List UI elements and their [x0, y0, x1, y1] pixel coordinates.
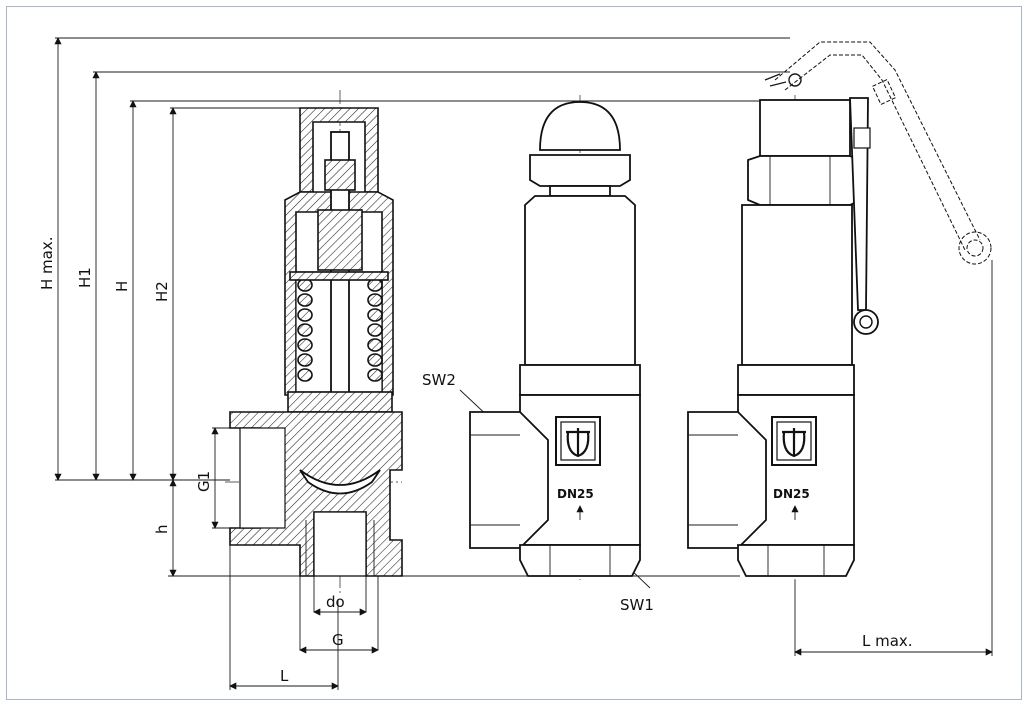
g-label: G: [332, 631, 344, 649]
valve-section-view: [225, 90, 403, 596]
h-small-label: h: [153, 524, 171, 534]
l-label: L: [280, 667, 289, 685]
dimension-lines: [54, 37, 993, 690]
g1-label: G1: [195, 471, 213, 492]
valve-front-view: DN25: [469, 95, 641, 580]
h-label: H: [113, 281, 131, 292]
dn25-front-label: DN25: [557, 487, 594, 501]
h2-label: H2: [153, 281, 171, 302]
h-max-label: H max.: [38, 237, 56, 291]
drawing-frame: [6, 6, 1022, 700]
valve-brand-logo: [555, 416, 601, 466]
do-label: do: [326, 593, 345, 611]
l-max-label: L max.: [862, 632, 913, 650]
sw2-label: SW2: [422, 371, 456, 389]
dimension-labels: H max. H1 H H2 G1 h do G L SW2 SW1 L max…: [38, 237, 913, 686]
sw1-label: SW1: [620, 596, 654, 614]
valve-brand-logo: [771, 416, 817, 466]
h1-label: H1: [76, 267, 94, 288]
valve-lever-view: DN25: [687, 41, 992, 580]
dn25-side-label: DN25: [773, 487, 810, 501]
